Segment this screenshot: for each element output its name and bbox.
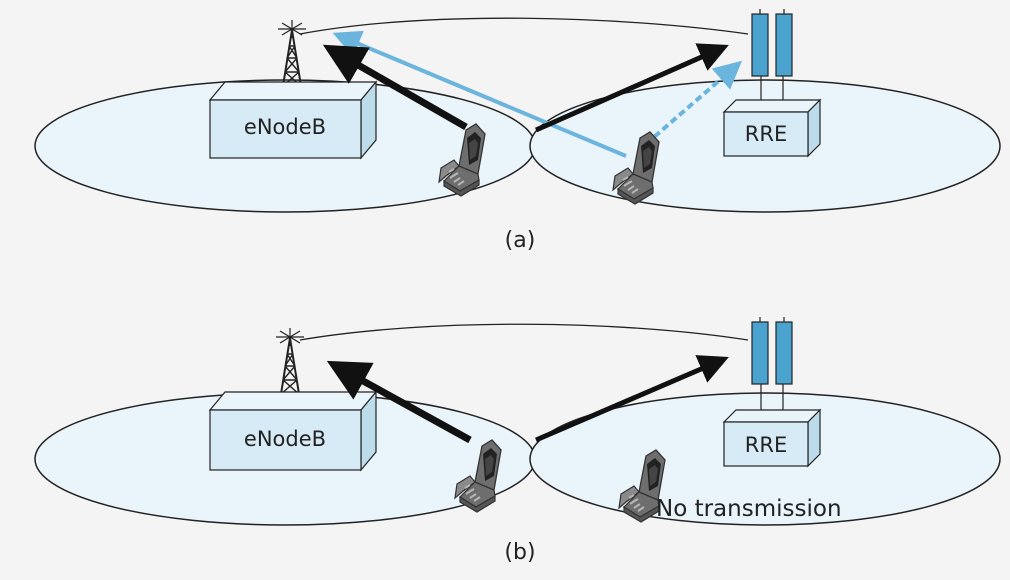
- dark-arrow-to-rre: [535, 355, 729, 443]
- no-transmission-label: No transmission: [656, 496, 842, 522]
- panel-b: eNodeB RRE No transmission (b): [34, 317, 1001, 565]
- enodeb-label: eNodeB: [244, 115, 326, 139]
- blue-arrow-to-enodeb: [332, 30, 627, 158]
- dark-arrow-to-rre: [534, 43, 729, 133]
- rre-label: RRE: [745, 122, 787, 146]
- enodeb-label: eNodeB: [244, 427, 326, 451]
- backhaul-link: [299, 17, 749, 35]
- panel-caption: (a): [505, 228, 536, 253]
- blue-dashed-arrow-to-rre: [644, 60, 743, 146]
- dark-arrow-to-enodeb: [326, 360, 472, 444]
- rre-antenna-icon: [751, 9, 793, 100]
- enodeb-box: eNodeB: [208, 80, 378, 160]
- rre-antenna-icon: [751, 317, 793, 410]
- panel-a: eNodeB RRE (a): [34, 9, 1001, 253]
- backhaul-link: [299, 323, 749, 341]
- rre-box: RRE: [722, 98, 822, 158]
- rre-box: RRE: [722, 408, 822, 468]
- dark-arrow-to-enodeb: [322, 44, 468, 131]
- rre-label: RRE: [745, 433, 787, 457]
- panel-caption: (b): [504, 540, 535, 565]
- enodeb-box: eNodeB: [208, 390, 378, 472]
